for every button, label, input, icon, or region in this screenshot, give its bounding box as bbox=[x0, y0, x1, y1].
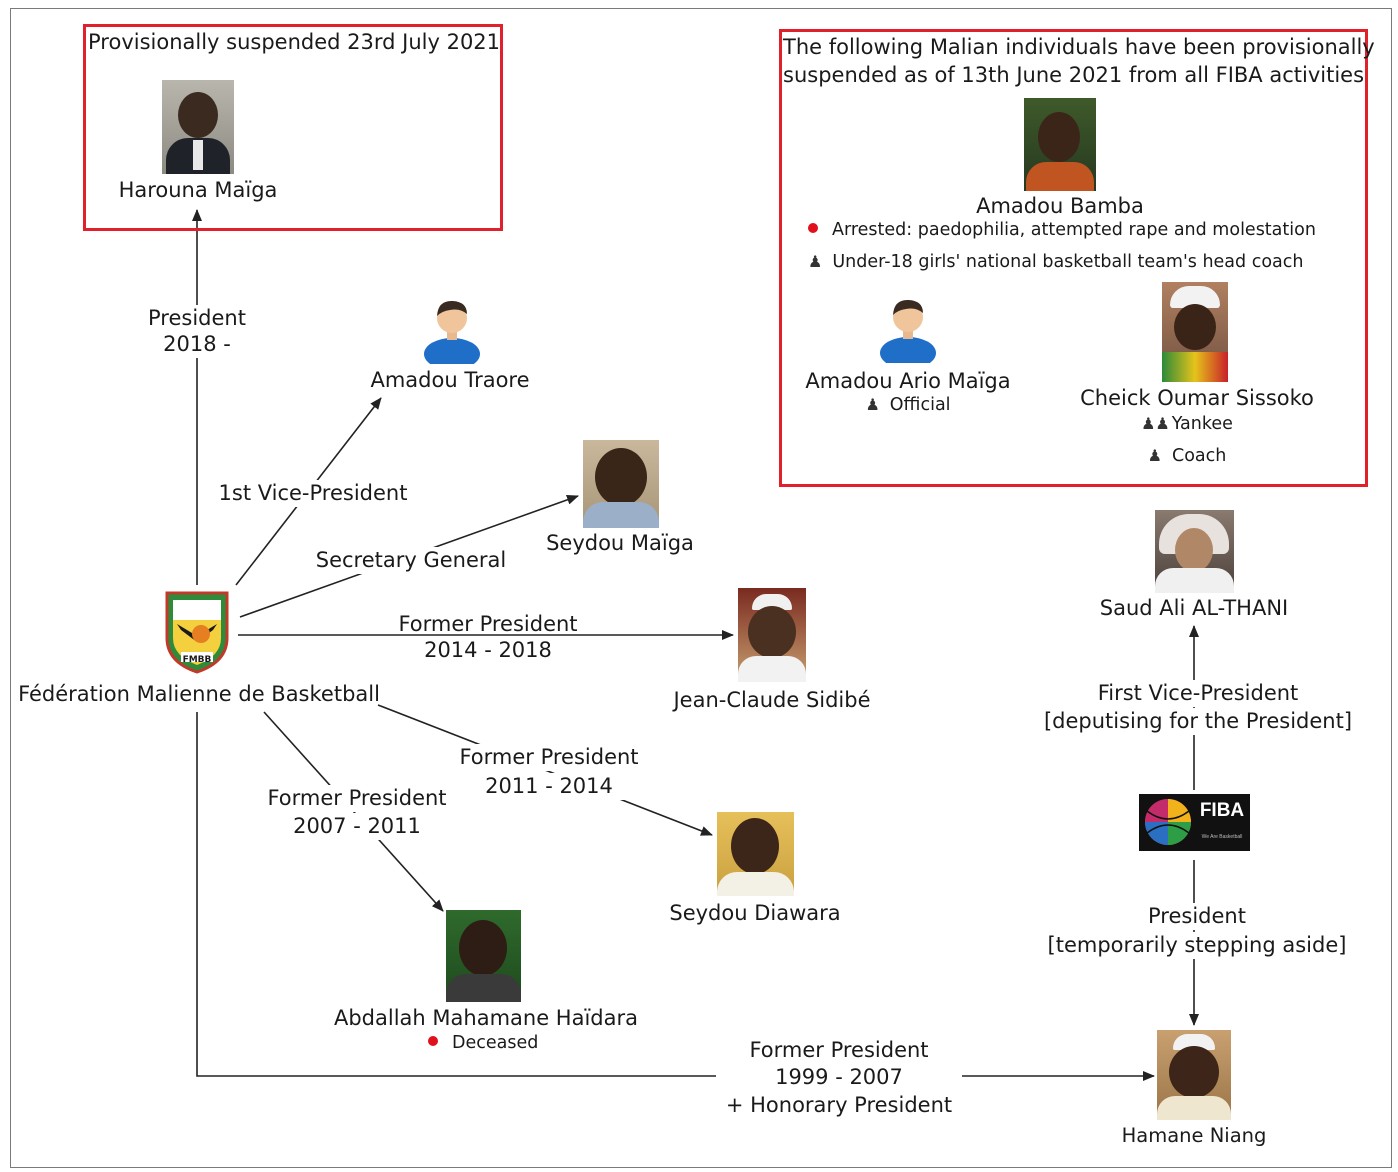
deceased-text: Deceased bbox=[452, 1033, 539, 1053]
edge-vice-president-label: 1st Vice-President bbox=[212, 480, 414, 507]
fiba-logo-text: FIBA bbox=[1199, 800, 1245, 821]
fiba-logo: FIBA We Are Basketball bbox=[1139, 794, 1250, 851]
seydou-maiga-name: Seydou Maïga bbox=[546, 531, 694, 555]
abdallah-haidara-photo bbox=[446, 910, 521, 1002]
saud-al-thani-photo bbox=[1155, 510, 1234, 593]
suspension-box-july bbox=[83, 24, 503, 231]
red-dot-icon bbox=[808, 223, 818, 233]
cheick-oumar-sissoko-photo bbox=[1162, 282, 1228, 382]
edge-fp-2007-label-line1: Former President bbox=[254, 785, 460, 812]
edge-fiba-pres-label-line1: President bbox=[1094, 903, 1300, 930]
edge-fp-2011-label-line2: 2011 - 2014 bbox=[446, 773, 652, 800]
person-icon: ♟ bbox=[808, 252, 823, 271]
fmbb-logo-icon bbox=[165, 591, 229, 674]
amadou-bamba-name: Amadou Bamba bbox=[976, 194, 1144, 218]
person-icon: ♟ bbox=[1147, 446, 1162, 465]
amadou-ario-maiga-role: ♟ Official bbox=[838, 394, 978, 416]
edge-fp-1999-label-line1: Former President bbox=[749, 1038, 929, 1062]
saud-al-thani-name: Saud Ali AL-THANI bbox=[1099, 596, 1289, 620]
hamane-niang-photo bbox=[1157, 1030, 1231, 1120]
federation-name: Fédération Malienne de Basketball bbox=[18, 682, 380, 706]
seydou-diawara-name: Seydou Diawara bbox=[669, 901, 841, 925]
edge-secretary-general-label: Secretary General bbox=[308, 547, 514, 574]
suspension-box-june bbox=[779, 29, 1368, 487]
ario-role-text: Official bbox=[889, 395, 951, 415]
edge-fp-1999-label-line3: + Honorary President bbox=[716, 1092, 962, 1119]
harouna-maiga-name: Harouna Maïga bbox=[118, 178, 278, 202]
amadou-traore-name: Amadou Traore bbox=[370, 368, 530, 392]
person-icon: ♟ bbox=[865, 395, 880, 414]
suspension-title-july: Provisionally suspended 23rd July 2021 bbox=[88, 30, 501, 54]
amadou-bamba-arrested-note: Arrested: paedophilia, attempted rape an… bbox=[808, 219, 1316, 241]
amadou-ario-maiga-avatar-icon bbox=[880, 299, 936, 363]
fmbb-logo-text: FMBB bbox=[182, 655, 212, 665]
edge-fiba-vp-label-line2: [deputising for the President] bbox=[1040, 708, 1356, 735]
two-persons-icon: ♟♟ bbox=[1141, 414, 1170, 433]
edge-president-label-line1: President bbox=[137, 305, 257, 332]
red-dot-icon bbox=[428, 1036, 438, 1046]
arrested-note-text: Arrested: paedophilia, attempted rape an… bbox=[832, 220, 1316, 240]
edge-fiba-pres-label-line2: [temporarily stepping aside] bbox=[1044, 932, 1350, 959]
jean-claude-sidibe-photo bbox=[738, 588, 806, 682]
harouna-maiga-photo bbox=[162, 80, 234, 174]
sissoko-role1-text: Yankee bbox=[1171, 414, 1233, 434]
abdallah-haidara-note: Deceased bbox=[428, 1032, 538, 1054]
amadou-bamba-photo bbox=[1024, 98, 1096, 191]
hamane-niang-name: Hamane Niang bbox=[1121, 1124, 1267, 1147]
edge-fp-1999-label-line2: 1999 - 2007 bbox=[716, 1064, 962, 1091]
edge-fp-2014-label-line2: 2014 - 2018 bbox=[385, 637, 591, 664]
cheick-oumar-sissoko-role2: ♟ Coach bbox=[1127, 445, 1247, 467]
jean-claude-sidibe-name: Jean-Claude Sidibé bbox=[673, 688, 871, 712]
suspension-title-june-line1: The following Malian individuals have be… bbox=[783, 35, 1375, 59]
cheick-oumar-sissoko-name: Cheick Oumar Sissoko bbox=[1080, 386, 1314, 410]
sissoko-role2-text: Coach bbox=[1171, 446, 1227, 466]
role-note-text: Under-18 girls' national basketball team… bbox=[832, 252, 1304, 272]
edge-fp-2014-label-line1: Former President bbox=[398, 612, 578, 636]
seydou-maiga-photo bbox=[583, 440, 659, 528]
edge-fp-2011-label-line1: Former President bbox=[446, 744, 652, 771]
suspension-title-june-line2: suspended as of 13th June 2021 from all … bbox=[783, 63, 1365, 87]
edge-fiba-vp-label-line1: First Vice-President bbox=[1060, 680, 1336, 707]
edge-fp-2007-label-line2: 2007 - 2011 bbox=[254, 813, 460, 840]
edge-president-label-line2: 2018 - bbox=[137, 331, 257, 358]
abdallah-haidara-name: Abdallah Mahamane Haïdara bbox=[333, 1006, 638, 1030]
fiba-ball-icon bbox=[1145, 799, 1191, 845]
fiba-tagline: We Are Basketball bbox=[1201, 834, 1243, 840]
seydou-diawara-photo bbox=[717, 812, 794, 896]
diagram-frame bbox=[10, 8, 1392, 1168]
amadou-traore-avatar-icon bbox=[424, 300, 480, 364]
amadou-bamba-role-note: ♟ Under-18 girls' national basketball tea… bbox=[808, 251, 1303, 273]
amadou-ario-maiga-name: Amadou Ario Maïga bbox=[805, 369, 1011, 393]
cheick-oumar-sissoko-role1: ♟♟Yankee bbox=[1127, 413, 1247, 435]
